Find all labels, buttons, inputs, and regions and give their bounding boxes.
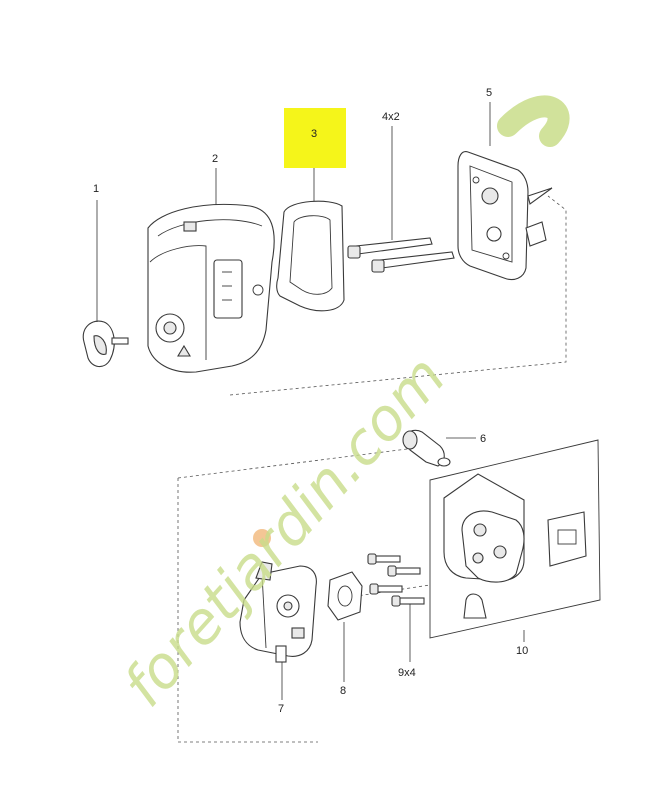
part-8-gasket: 8 [327, 571, 363, 697]
label-6: 6 [480, 433, 486, 445]
cover-panel [213, 259, 243, 319]
lower-guide-top [177, 447, 416, 479]
label-9x4: 9x4 [398, 667, 416, 679]
part-10-mount-assembly: 10 [429, 439, 601, 657]
highlight-box-3 [284, 108, 346, 168]
mount-port-3 [472, 552, 484, 564]
part-2-filter-cover: 2 [147, 153, 275, 373]
part-6-elbow: 6 [402, 429, 486, 467]
screw-9-d-head [391, 595, 401, 607]
plate-hole-1 [472, 176, 480, 184]
label-7: 7 [278, 703, 284, 715]
mount-clip [463, 593, 487, 619]
elbow-opening [402, 430, 418, 450]
cover-warning-triangle [177, 344, 191, 357]
gasket-hole [337, 585, 353, 607]
watermark-text: foretjardin.com [110, 343, 459, 720]
filter-frame-outer [276, 200, 345, 312]
carb-primer [291, 627, 305, 639]
mount-port-2 [493, 545, 507, 559]
carb-throttle-inner [283, 601, 293, 611]
assembly-frame [429, 439, 601, 639]
carb-top-lever [255, 561, 273, 581]
plate-inner-rim [469, 165, 513, 263]
plate-port-2 [486, 226, 502, 242]
cover-boss-inner [163, 321, 177, 335]
screw-upper [348, 237, 433, 255]
cover-top-ridge [157, 219, 263, 237]
plate-tab [525, 221, 547, 247]
part-7-carburetor: 7 [239, 561, 317, 715]
mount-block [461, 510, 525, 583]
filter-frame-inner [289, 215, 333, 295]
label-3: 3 [311, 128, 317, 140]
part-9-screws: 9x4 [367, 553, 425, 679]
screw-lower [372, 251, 455, 269]
lower-guide [177, 478, 318, 743]
knob-screw [111, 337, 129, 345]
gasket-outline [327, 571, 363, 621]
cover-vent [252, 284, 264, 296]
carb-edge [261, 573, 267, 649]
label-4x2: 4x2 [382, 111, 400, 123]
cover-edge [149, 245, 207, 360]
plate-spike [527, 187, 553, 205]
mount-gasket-window [557, 529, 577, 545]
label-2: 2 [212, 153, 218, 165]
screw-9-b-head [387, 565, 397, 577]
mount-gasket [547, 511, 587, 567]
upper-guide [229, 195, 567, 396]
plate-outline [457, 151, 529, 281]
screw-9-a-head [367, 553, 377, 565]
label-10: 10 [516, 645, 528, 657]
plate-hole-2 [502, 252, 510, 260]
carb-fitting [275, 645, 287, 663]
part-3-filter-element: 3 [276, 108, 346, 312]
mount-port-1 [473, 523, 487, 537]
watermark-swoosh [497, 95, 570, 147]
label-1: 1 [93, 183, 99, 195]
screw-9-c-head [369, 583, 379, 595]
part-5-back-plate: 5 [457, 87, 553, 281]
part-4-screws: 4x2 [347, 111, 455, 273]
screw-upper-head [347, 245, 361, 259]
screw-lower-head [371, 259, 385, 273]
elbow-clamp [437, 457, 451, 467]
part-1-knob: 1 [82, 183, 129, 368]
watermark-dot [253, 529, 271, 547]
label-5: 5 [486, 87, 492, 99]
cover-logo [183, 221, 197, 232]
plate-port-1 [481, 187, 499, 205]
cover-outline [147, 203, 275, 373]
knob-grip [93, 335, 107, 355]
label-8: 8 [340, 685, 346, 697]
